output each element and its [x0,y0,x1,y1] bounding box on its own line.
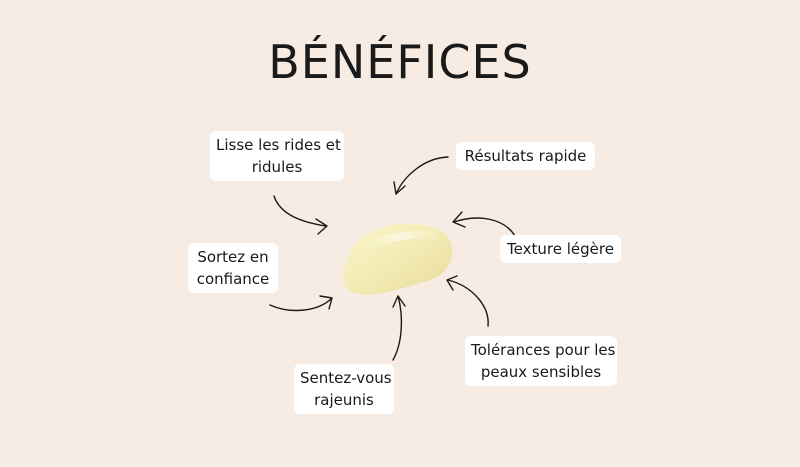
benefit-label-line: confiance [196,270,270,288]
benefit-label-line: Sentez-vous [300,369,392,387]
benefit-label-line: Tolérances pour les [471,341,616,359]
benefit-label-fast-results: Résultats rapide [456,142,595,170]
curved-arrow-icon [273,195,328,235]
curved-arrow-icon [446,275,489,327]
curved-arrow-icon [392,295,406,361]
benefit-label-line: Résultats rapide [464,147,587,165]
benefit-label-line: peaux sensibles [480,363,602,381]
benefit-label-line: Sortez en [197,248,269,266]
benefit-label-light-texture: Texture légère [500,235,621,263]
curved-arrow-icon [452,211,516,237]
curved-arrow-icon [393,156,449,195]
benefit-label-line: Lisse les rides et [216,136,341,154]
page-title: BÉNÉFICES [268,35,532,89]
benefit-label-line: rajeunis [314,391,374,409]
benefit-label-line: Texture légère [507,240,614,258]
benefit-label-smooths-wrinkles: Lisse les rides et ridules [210,131,344,181]
benefit-label-rejuvenated: Sentez-vous rajeunis [294,364,394,414]
benefit-label-line: ridules [251,158,303,176]
cream-swatch-image [343,223,453,295]
curved-arrow-icon [269,295,333,312]
benefit-label-confidence: Sortez en confiance [188,243,278,293]
benefit-label-sensitive-skin: Tolérances pour les peaux sensibles [465,336,617,386]
